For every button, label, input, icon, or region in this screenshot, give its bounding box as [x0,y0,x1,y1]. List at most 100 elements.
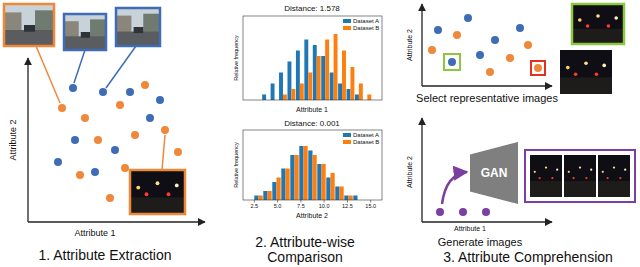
label-text: Attribute 1 [454,225,486,233]
histogram-bar [281,169,285,201]
axis-line [422,221,552,222]
data-point [174,148,182,156]
histogram-bar [262,95,266,101]
photo-light [602,64,606,68]
generation-arrow [442,172,467,204]
legend-swatch [343,19,351,23]
photo-light [585,177,587,179]
histogram-bar [286,169,290,201]
histogram-bar [367,95,371,101]
data-point [91,168,99,176]
photo-light [584,61,588,65]
label-text: Attribute 2 [9,119,19,160]
generated-points [436,208,490,216]
histogram-bar [355,95,359,101]
photo-bg [116,8,160,46]
legend-text: Dataset B [353,139,379,146]
night-photo [598,155,630,197]
tick-mark [277,200,278,203]
photo-light [602,171,604,173]
legend-item: Dataset A [342,132,380,139]
data-point [99,88,107,96]
histogram-bar [279,73,283,101]
data-point [81,114,89,122]
photo-light [545,166,547,168]
photo-road [64,36,106,50]
legend-item: Dataset A [342,18,380,25]
data-point [534,64,542,72]
histogram-bar [271,84,275,101]
label-text: 10.0 [319,203,330,209]
photo-bg [572,4,624,44]
street-photo [4,4,54,46]
histogram-bar [254,196,258,201]
photo-bg [4,4,54,46]
node-text: GAN [481,166,508,180]
photo-light [566,66,570,70]
label-text: Attribute 2 [296,212,328,220]
label-text: Select representative images [416,92,558,104]
data-point [436,208,444,216]
axis-line [27,58,28,222]
photo-light [578,18,582,22]
histogram-bar [313,155,317,200]
data-point [156,96,164,104]
histogram-bar [347,89,351,100]
photo-road [598,181,630,197]
tick-mark [254,200,255,203]
photo-frame [130,170,185,214]
photo-tree [35,10,54,31]
data-point [71,136,79,144]
label-text: Generate images [438,236,522,248]
histogram-bar [325,40,329,101]
label-text: 15.0 [365,203,376,209]
axis-line [421,118,422,222]
data-point [76,171,84,179]
data-point [486,68,494,76]
label-text: 12.5 [342,203,353,209]
histogram-bar [268,191,272,200]
histogram-bar [313,45,317,100]
histogram-bar [322,164,326,200]
data-point [524,41,532,49]
photo-tree [143,14,160,33]
tick-mark [347,200,348,203]
data-point [106,194,114,202]
label-text: 3. Attribute Comprehension [443,250,613,265]
photo-building [116,16,131,33]
legend-text: Dataset B [353,25,379,32]
legend-swatch [343,140,351,144]
photo-building [4,12,22,31]
selection-box [444,54,460,70]
label-text: Relative frequency [233,35,239,81]
axis-line [422,85,552,86]
data-point [131,131,139,139]
photo-light [572,177,574,179]
histogram-bar [295,155,299,200]
label-text: Attribute 1 [296,106,328,114]
street-photo [64,14,106,50]
output-frame [525,150,635,202]
legend-swatch [343,133,351,137]
data-point [54,158,62,166]
leader-line [106,46,136,88]
data-point [516,24,524,32]
data-point [476,51,484,59]
data-point [491,36,499,44]
data-point [482,208,490,216]
night-photo [572,4,624,44]
selection-box [531,61,545,75]
night-photo [130,170,185,214]
legend-text: Dataset A [353,18,379,25]
histogram-bar [304,146,308,200]
tick-mark [324,200,325,203]
night-photo [564,155,596,197]
photo-light [175,183,179,187]
photo-road [116,32,160,46]
axis-line [28,221,205,222]
photo-light [613,166,615,168]
data-point [448,58,456,66]
photo-light [574,72,578,76]
photo-light [579,166,581,168]
photo-road [560,77,612,94]
